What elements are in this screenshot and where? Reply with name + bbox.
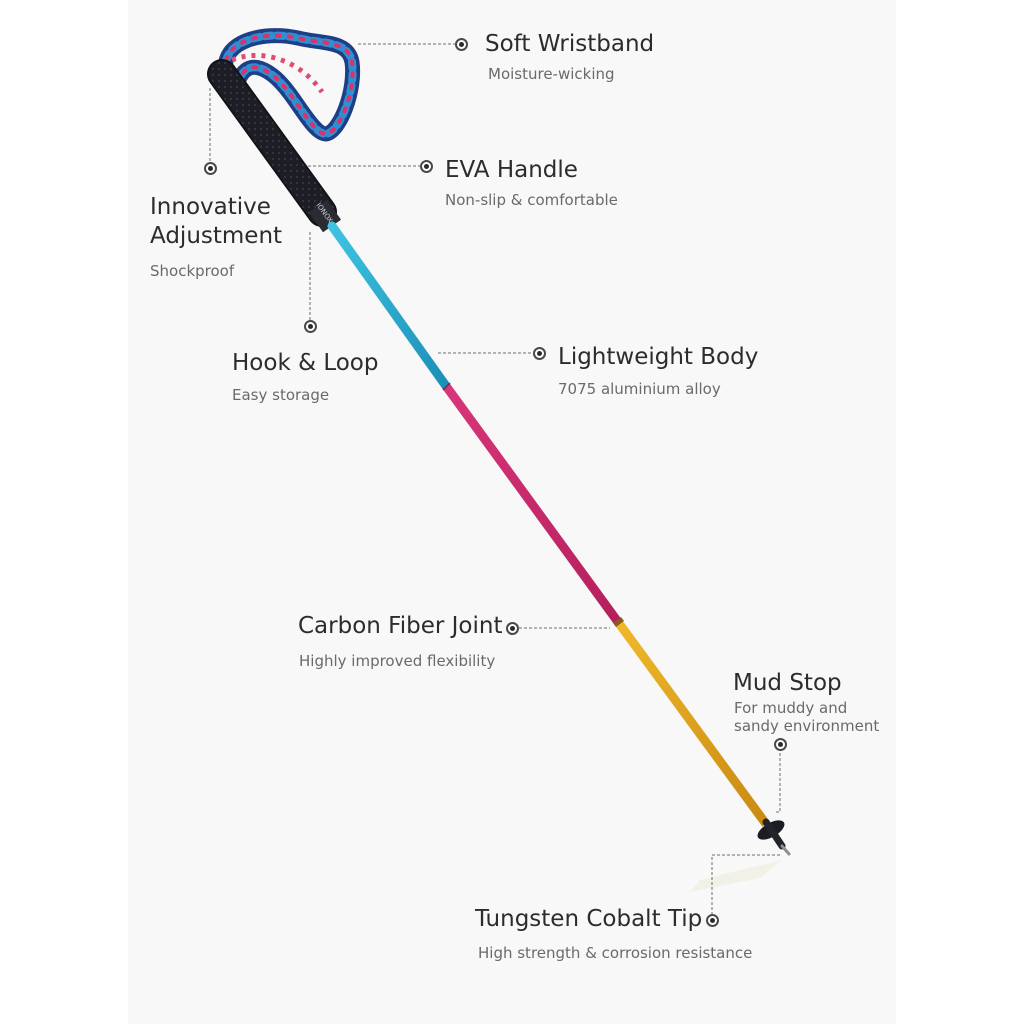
feature-tungsten-tip: Tungsten Cobalt Tip High strength & corr… (475, 905, 752, 962)
feature-title: EVA Handle (445, 157, 578, 183)
feature-hook-loop: Hook & Loop Easy storage (232, 349, 378, 404)
marker-innovative-adjustment (204, 162, 217, 175)
feature-desc: Moisture-wicking (488, 65, 615, 83)
product-panel (128, 0, 896, 1024)
feature-title: Lightweight Body (558, 344, 759, 370)
shaft-upper-blue (327, 221, 451, 391)
feature-desc: Easy storage (232, 386, 330, 404)
wrist-strap (218, 28, 361, 142)
leader-lines (209, 43, 781, 915)
feature-lightweight-body: Lightweight Body 7075 aluminium alloy (558, 343, 758, 398)
feature-title: Tungsten Cobalt Tip (475, 906, 703, 932)
marker-hook-loop (304, 320, 317, 333)
tip-reflection (690, 860, 782, 892)
feature-soft-wristband: Soft Wristband Moisture-wicking (485, 30, 654, 83)
feature-title: Carbon Fiber Joint (298, 613, 503, 639)
shaft-lower-gold (614, 619, 770, 827)
marker-lightweight-body (533, 347, 546, 360)
feature-title: Innovative Adjustment (150, 194, 283, 249)
feature-desc: 7075 aluminium alloy (558, 380, 721, 398)
feature-carbon-fiber-joint: Carbon Fiber Joint Highly improved flexi… (298, 612, 502, 670)
feature-innovative-adjustment: Innovative Adjustment Shockproof (150, 193, 282, 280)
feature-desc: For muddy and sandy environment (734, 699, 880, 735)
feature-desc: Highly improved flexibility (299, 652, 496, 670)
feature-desc: Shockproof (150, 262, 235, 280)
feature-title: Hook & Loop (232, 350, 379, 376)
shaft-joint-2 (613, 617, 624, 627)
marker-carbon-fiber-joint (506, 622, 519, 635)
marker-mud-stop (774, 738, 787, 751)
shaft-joint-1 (442, 382, 451, 391)
marker-soft-wristband (455, 38, 468, 51)
shaft-middle-pink (442, 383, 622, 625)
feature-eva-handle: EVA Handle Non-slip & comfortable (445, 156, 618, 209)
feature-mud-stop: Mud Stop For muddy and sandy environment (733, 669, 879, 735)
marker-eva-handle (420, 160, 433, 173)
feature-desc: High strength & corrosion resistance (478, 944, 753, 962)
mud-stop-basket (757, 818, 791, 856)
feature-title: Mud Stop (733, 670, 842, 696)
marker-tungsten-tip (706, 914, 719, 927)
feature-desc: Non-slip & comfortable (445, 191, 618, 209)
feature-title: Soft Wristband (485, 31, 655, 57)
